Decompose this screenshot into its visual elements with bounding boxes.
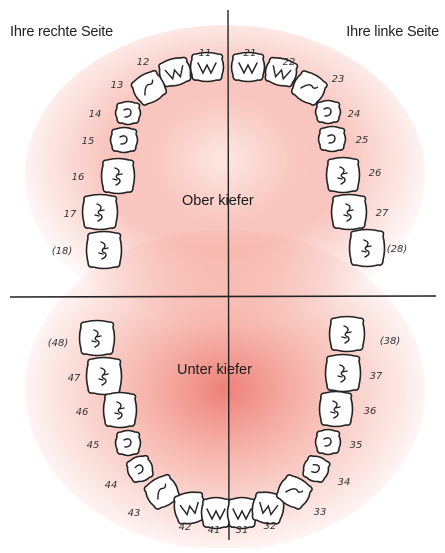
- tooth-number-41: 41: [208, 525, 221, 536]
- tooth-number-43: 43: [128, 508, 141, 519]
- tooth-16: [102, 159, 135, 194]
- patient-left-side-label: Ihre linke Seite: [346, 24, 439, 40]
- tooth-14: [116, 102, 141, 125]
- tooth-outline: [87, 358, 122, 395]
- tooth-number-12: 12: [137, 57, 150, 68]
- tooth-18: [87, 232, 122, 269]
- tooth-outline: [104, 393, 137, 428]
- tooth-outline: [116, 102, 141, 125]
- tooth-outline: [332, 195, 367, 230]
- tooth-number-21: 21: [244, 48, 257, 59]
- tooth-number-35: 35: [350, 440, 363, 451]
- tooth-26: [327, 158, 360, 193]
- tooth-36: [320, 392, 353, 427]
- tooth-outline: [320, 392, 353, 427]
- patient-right-side-label: Ihre rechte Seite: [10, 24, 113, 40]
- tooth-number-26: 26: [369, 168, 382, 179]
- tooth-number-42: 42: [179, 522, 192, 533]
- tooth-35: [316, 430, 341, 455]
- tooth-number-28: (28): [387, 244, 408, 255]
- tooth-48: [80, 321, 115, 356]
- tooth-number-13: 13: [111, 80, 124, 91]
- tooth-47: [87, 358, 122, 395]
- tooth-number-47: 47: [68, 373, 81, 384]
- tooth-number-33: 33: [314, 507, 327, 518]
- tooth-outline: [83, 195, 118, 230]
- tooth-number-37: 37: [370, 371, 383, 382]
- tooth-number-14: 14: [89, 109, 102, 120]
- tooth-number-32: 32: [264, 521, 277, 532]
- tooth-outline: [350, 230, 385, 267]
- tooth-outline: [316, 430, 341, 455]
- tooth-number-18: (18): [52, 246, 73, 257]
- tooth-15: [111, 128, 138, 153]
- tooth-number-38: (38): [380, 336, 401, 347]
- tooth-outline: [319, 127, 346, 152]
- tooth-41: [202, 498, 231, 529]
- tooth-38: [330, 317, 365, 352]
- tooth-outline: [102, 159, 135, 194]
- tooth-25: [319, 127, 346, 152]
- tooth-number-45: 45: [87, 440, 100, 451]
- tooth-number-44: 44: [105, 480, 118, 491]
- tooth-28: [350, 230, 385, 267]
- tooth-number-23: 23: [332, 74, 345, 85]
- tooth-outline: [80, 321, 115, 356]
- tooth-outline: [316, 101, 341, 124]
- tooth-number-48: (48): [48, 338, 69, 349]
- tooth-46: [104, 393, 137, 428]
- tooth-37: [326, 355, 361, 392]
- tooth-outline: [87, 232, 122, 269]
- tooth-outline: [116, 431, 141, 456]
- tooth-number-46: 46: [76, 407, 89, 418]
- tooth-number-24: 24: [348, 109, 361, 120]
- tooth-outline: [326, 355, 361, 392]
- tooth-number-36: 36: [364, 406, 377, 417]
- tooth-outline: [111, 128, 138, 153]
- tooth-number-15: 15: [82, 136, 95, 147]
- tooth-24: [316, 101, 341, 124]
- tooth-27: [332, 195, 367, 230]
- upper-jaw-label: Ober kiefer: [182, 193, 254, 209]
- tooth-outline: [327, 158, 360, 193]
- tooth-number-16: 16: [72, 172, 85, 183]
- tooth-17: [83, 195, 118, 230]
- tooth-number-11: 11: [199, 48, 212, 59]
- tooth-number-17: 17: [64, 209, 77, 220]
- tooth-number-25: 25: [356, 135, 369, 146]
- tooth-number-27: 27: [376, 208, 389, 219]
- tooth-outline: [330, 317, 365, 352]
- lower-jaw-label: Unter kiefer: [177, 362, 252, 378]
- tooth-number-22: 22: [283, 57, 296, 68]
- tooth-number-34: 34: [338, 477, 351, 488]
- tooth-number-31: 31: [236, 525, 249, 536]
- horizontal-divider: [10, 296, 436, 297]
- tooth-45: [116, 431, 141, 456]
- tooth-outline: [202, 498, 231, 529]
